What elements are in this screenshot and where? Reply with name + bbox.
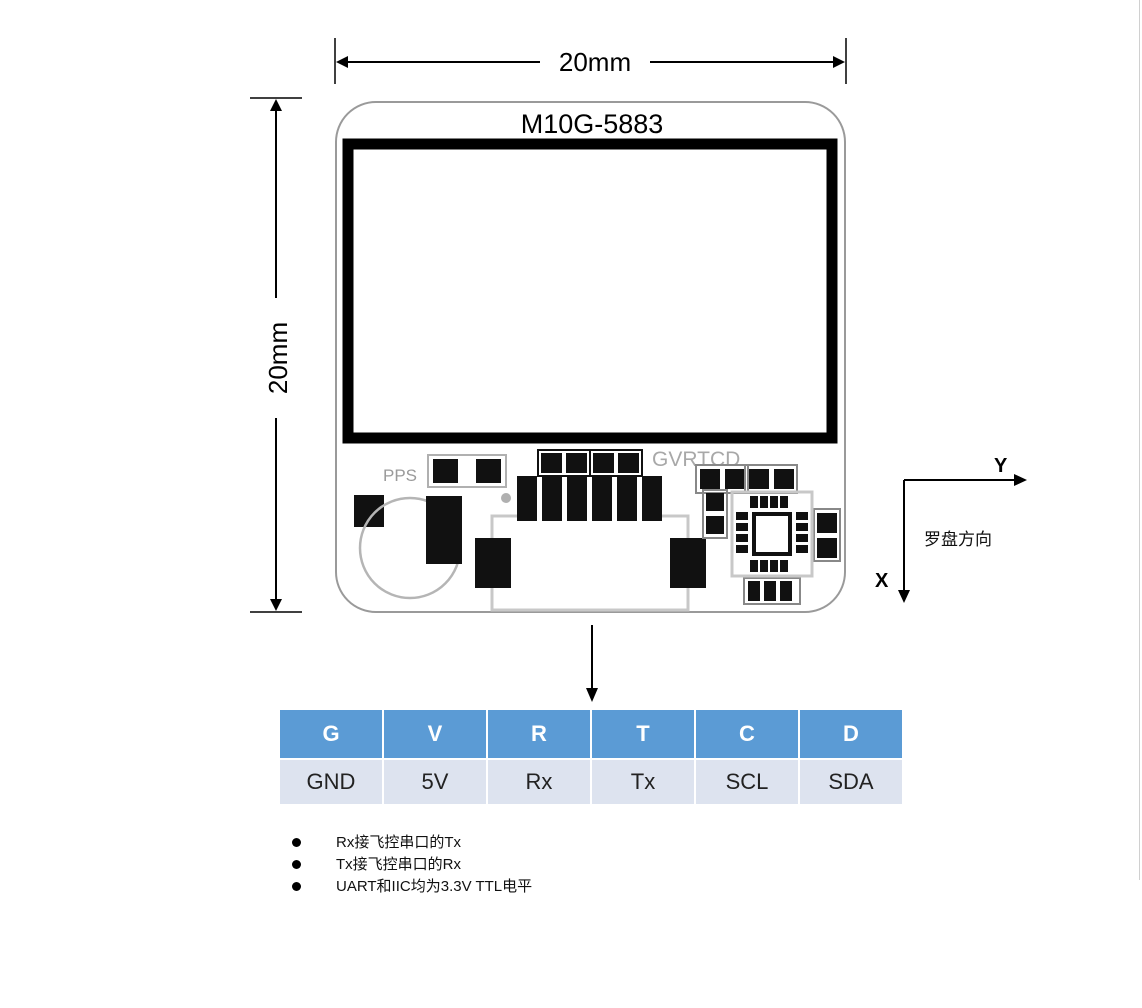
pps-led-pad (433, 459, 458, 483)
height-dimension: 20mm (250, 97, 302, 613)
width-label: 20mm (559, 47, 631, 77)
pin-value-cell: 5V (384, 758, 486, 804)
resistor-pad (566, 453, 587, 473)
pps-led-pad (476, 459, 501, 483)
module-name: M10G-5883 (521, 109, 664, 139)
resistor-pad (593, 453, 614, 473)
connector-tab (475, 538, 511, 588)
pin-value-cell: Tx (592, 758, 694, 804)
pin-header-cell: C (696, 710, 798, 758)
note-item: UART和IIC均为3.3V TTL电平 (290, 876, 532, 898)
pps-label: PPS (383, 466, 417, 485)
pin-table-header-row: G V R T C D (280, 710, 902, 758)
pin-header-cell: T (592, 710, 694, 758)
pin-value-cell: Rx (488, 758, 590, 804)
resistor-pad (700, 469, 720, 489)
resistor-pad (541, 453, 562, 473)
resistor-pad (618, 453, 639, 473)
resistor-pad (749, 469, 769, 489)
note-text: UART和IIC均为3.3V TTL电平 (336, 878, 533, 895)
component-pad (354, 495, 384, 527)
compass-direction-label: 罗盘方向 (924, 530, 992, 549)
page-edge-line (1139, 0, 1140, 880)
compass-chip (730, 490, 814, 578)
connector-tab (670, 538, 706, 588)
pin-header-cell: V (384, 710, 486, 758)
note-item: Rx接飞控串口的Tx (290, 832, 532, 854)
connector-pins (517, 476, 662, 521)
resistor-pad (817, 513, 837, 533)
pin-value-cell: SDA (800, 758, 902, 804)
pin-value-cell: SCL (696, 758, 798, 804)
bullet-icon (292, 838, 301, 847)
width-dimension: 20mm (334, 38, 847, 84)
pin-header-cell: R (488, 710, 590, 758)
resistor-pad (706, 493, 724, 511)
resistor-outline (702, 489, 728, 539)
bullet-icon (292, 860, 301, 869)
pointer-arrow (586, 625, 598, 702)
resistor-outline (743, 577, 801, 605)
pin-header-cell: G (280, 710, 382, 758)
x-axis-label: X (875, 570, 889, 592)
pin1-marker (501, 493, 511, 503)
bullet-icon (292, 882, 301, 891)
pin-table-value-row: GND 5V Rx Tx SCL SDA (280, 758, 902, 804)
note-text: Tx接飞控串口的Rx (336, 856, 461, 873)
connector-housing (490, 514, 690, 612)
pin-header-cell: D (800, 710, 902, 758)
resistor-outline (813, 508, 841, 562)
resistor-pad (706, 516, 724, 534)
note-text: Rx接飞控串口的Tx (336, 834, 461, 851)
notes-list: Rx接飞控串口的Tx Tx接飞控串口的Rx UART和IIC均为3.3V TTL… (290, 832, 532, 898)
y-axis-label: Y (994, 455, 1008, 477)
capacitor-pad (426, 496, 462, 564)
pin-table: G V R T C D GND 5V Rx Tx SCL SDA (278, 710, 904, 804)
resistor-pad (725, 469, 745, 489)
resistor-outline (589, 449, 643, 477)
note-item: Tx接飞控串口的Rx (290, 854, 532, 876)
resistor-pad (764, 581, 776, 601)
height-label: 20mm (263, 322, 293, 394)
pps-led-outline (427, 454, 507, 488)
resistor-pad (748, 581, 760, 601)
antenna-patch (342, 138, 838, 444)
resistor-pad (817, 538, 837, 558)
resistor-pad (774, 469, 794, 489)
resistor-pad (780, 581, 792, 601)
compass-axes (898, 474, 1027, 603)
pin-value-cell: GND (280, 758, 382, 804)
